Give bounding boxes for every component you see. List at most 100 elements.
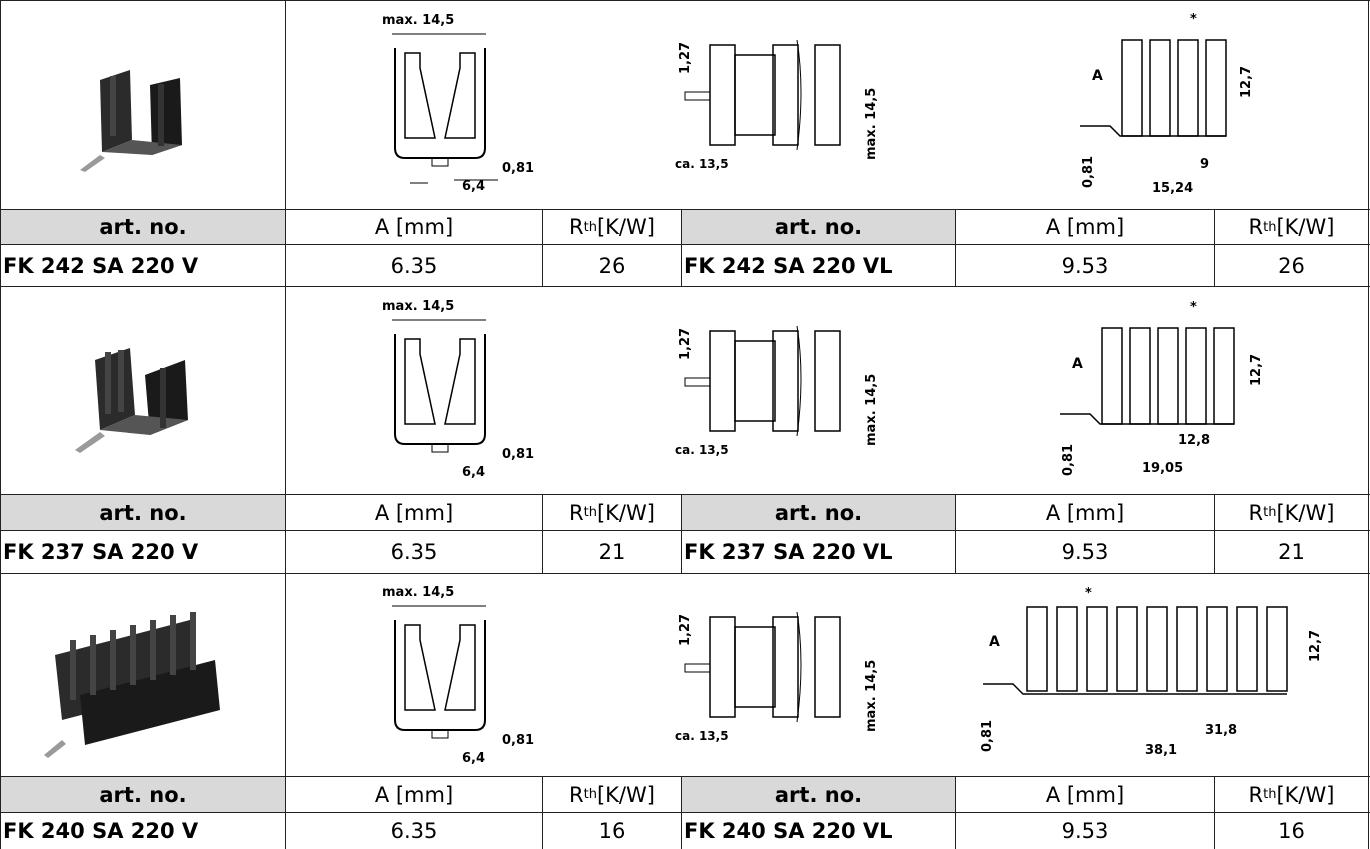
- svg-text:ca. 13,5: ca. 13,5: [675, 729, 729, 743]
- svg-text:max. 14,5: max. 14,5: [382, 299, 454, 314]
- art-no-value: FK 237 SA 220 V: [3, 540, 199, 564]
- svg-text:0,81: 0,81: [1061, 444, 1076, 476]
- art-no-header: art. no.: [1, 495, 285, 530]
- art-no-header: art. no.: [682, 495, 955, 530]
- svg-text:9: 9: [1200, 157, 1209, 172]
- svg-text:0,81: 0,81: [502, 161, 534, 176]
- svg-text:12,7: 12,7: [1239, 66, 1254, 98]
- grid-line: [285, 0, 286, 209]
- svg-text:max. 14,5: max. 14,5: [864, 88, 879, 160]
- a-mm-header: A [mm]: [374, 215, 454, 239]
- grid-line: [681, 494, 682, 573]
- heatsink-photo: [75, 348, 188, 453]
- svg-text:A: A: [1092, 68, 1103, 84]
- svg-text:A: A: [1072, 356, 1083, 372]
- grid-line: [285, 776, 286, 849]
- grid-line: [1214, 209, 1215, 286]
- svg-text:max. 14,5: max. 14,5: [382, 13, 454, 28]
- svg-text:6,4: 6,4: [462, 465, 485, 480]
- art-no-header: art. no.: [682, 210, 955, 244]
- svg-text:6,4: 6,4: [462, 751, 485, 766]
- grid-line: [0, 286, 1370, 287]
- a-mm-header: A [mm]: [374, 782, 454, 807]
- svg-text:0,81: 0,81: [980, 720, 995, 752]
- svg-text:*: *: [1190, 300, 1197, 315]
- rth-value: 16: [598, 819, 626, 843]
- svg-text:31,8: 31,8: [1205, 723, 1237, 738]
- art-no-value: FK 240 SA 220 V: [3, 819, 199, 843]
- grid-line: [955, 494, 956, 573]
- border: [1368, 0, 1369, 849]
- grid-line: [1214, 494, 1215, 573]
- art-no-value: FK 237 SA 220 VL: [684, 540, 893, 564]
- grid-line: [542, 209, 543, 286]
- svg-text:19,05: 19,05: [1142, 461, 1183, 476]
- svg-text:12,8: 12,8: [1178, 433, 1210, 448]
- grid-line: [285, 209, 286, 286]
- grid-line: [285, 494, 286, 573]
- art-no-header: art. no.: [1, 210, 285, 244]
- svg-text:15,24: 15,24: [1152, 181, 1193, 196]
- side-view-drawing: 1,27 max. 14,5 ca. 13,5: [675, 39, 879, 171]
- svg-text:0,81: 0,81: [502, 733, 534, 748]
- svg-text:6,4: 6,4: [462, 179, 485, 194]
- art-no-value: FK 242 SA 220 V: [3, 253, 199, 278]
- grid-line: [0, 209, 1370, 210]
- grid-line: [542, 776, 543, 849]
- grid-line: [0, 0, 1370, 1]
- side-view-drawing: 1,27 max. 14,5 ca. 13,5: [675, 325, 879, 457]
- side-view-drawing: 1,27 max. 14,5 ca. 13,5: [675, 611, 879, 743]
- heatsink-photo: [80, 70, 182, 172]
- grid-line: [542, 494, 543, 573]
- profile-drawing: * A 12,7 0,81 9 15,24: [1080, 12, 1254, 196]
- svg-text:A: A: [989, 634, 1000, 650]
- front-view-drawing: max. 14,5 6,4 0,81: [382, 585, 534, 766]
- heatsink-photo: [44, 612, 220, 758]
- art-no-value: FK 240 SA 220 VL: [684, 819, 893, 843]
- rth-value: 26: [1278, 253, 1305, 278]
- a-value: 6.35: [390, 819, 438, 843]
- grid-line: [1214, 776, 1215, 849]
- grid-line: [955, 776, 956, 849]
- svg-text:max. 14,5: max. 14,5: [864, 660, 879, 732]
- a-mm-header: A [mm]: [1045, 782, 1125, 807]
- rth-value: 16: [1278, 819, 1305, 843]
- svg-text:max. 14,5: max. 14,5: [864, 374, 879, 446]
- border: [0, 0, 1, 849]
- profile-drawing: * A 12,7 0,81 12,8 19,05: [1060, 300, 1264, 476]
- svg-text:max. 14,5: max. 14,5: [382, 585, 454, 600]
- grid-line: [0, 494, 1370, 495]
- grid-line: [285, 286, 286, 494]
- svg-text:1,27: 1,27: [678, 614, 693, 646]
- svg-text:ca. 13,5: ca. 13,5: [675, 157, 729, 171]
- art-no-header: art. no.: [1, 777, 285, 812]
- svg-text:*: *: [1190, 12, 1197, 27]
- svg-text:12,7: 12,7: [1249, 354, 1264, 386]
- front-view-drawing: max. 14,5 6,4 0,81: [382, 13, 534, 194]
- art-no-value: FK 242 SA 220 VL: [684, 253, 893, 278]
- svg-text:ca. 13,5: ca. 13,5: [675, 443, 729, 457]
- svg-text:38,1: 38,1: [1145, 743, 1177, 758]
- rth-value: 21: [1278, 540, 1305, 564]
- a-mm-header: A [mm]: [1045, 500, 1125, 525]
- a-mm-header: A [mm]: [374, 500, 454, 525]
- a-value: 9.53: [1061, 540, 1109, 564]
- a-value: 9.53: [1061, 819, 1109, 843]
- svg-text:1,27: 1,27: [678, 328, 693, 360]
- a-mm-header: A [mm]: [1045, 215, 1125, 239]
- svg-text:1,27: 1,27: [678, 42, 693, 74]
- grid-line: [0, 573, 1370, 574]
- grid-line: [681, 209, 682, 286]
- grid-line: [0, 530, 1370, 531]
- a-value: 6.35: [390, 540, 438, 564]
- a-value: 6.35: [390, 253, 438, 278]
- a-value: 9.53: [1061, 253, 1109, 278]
- rth-value: 26: [598, 253, 626, 278]
